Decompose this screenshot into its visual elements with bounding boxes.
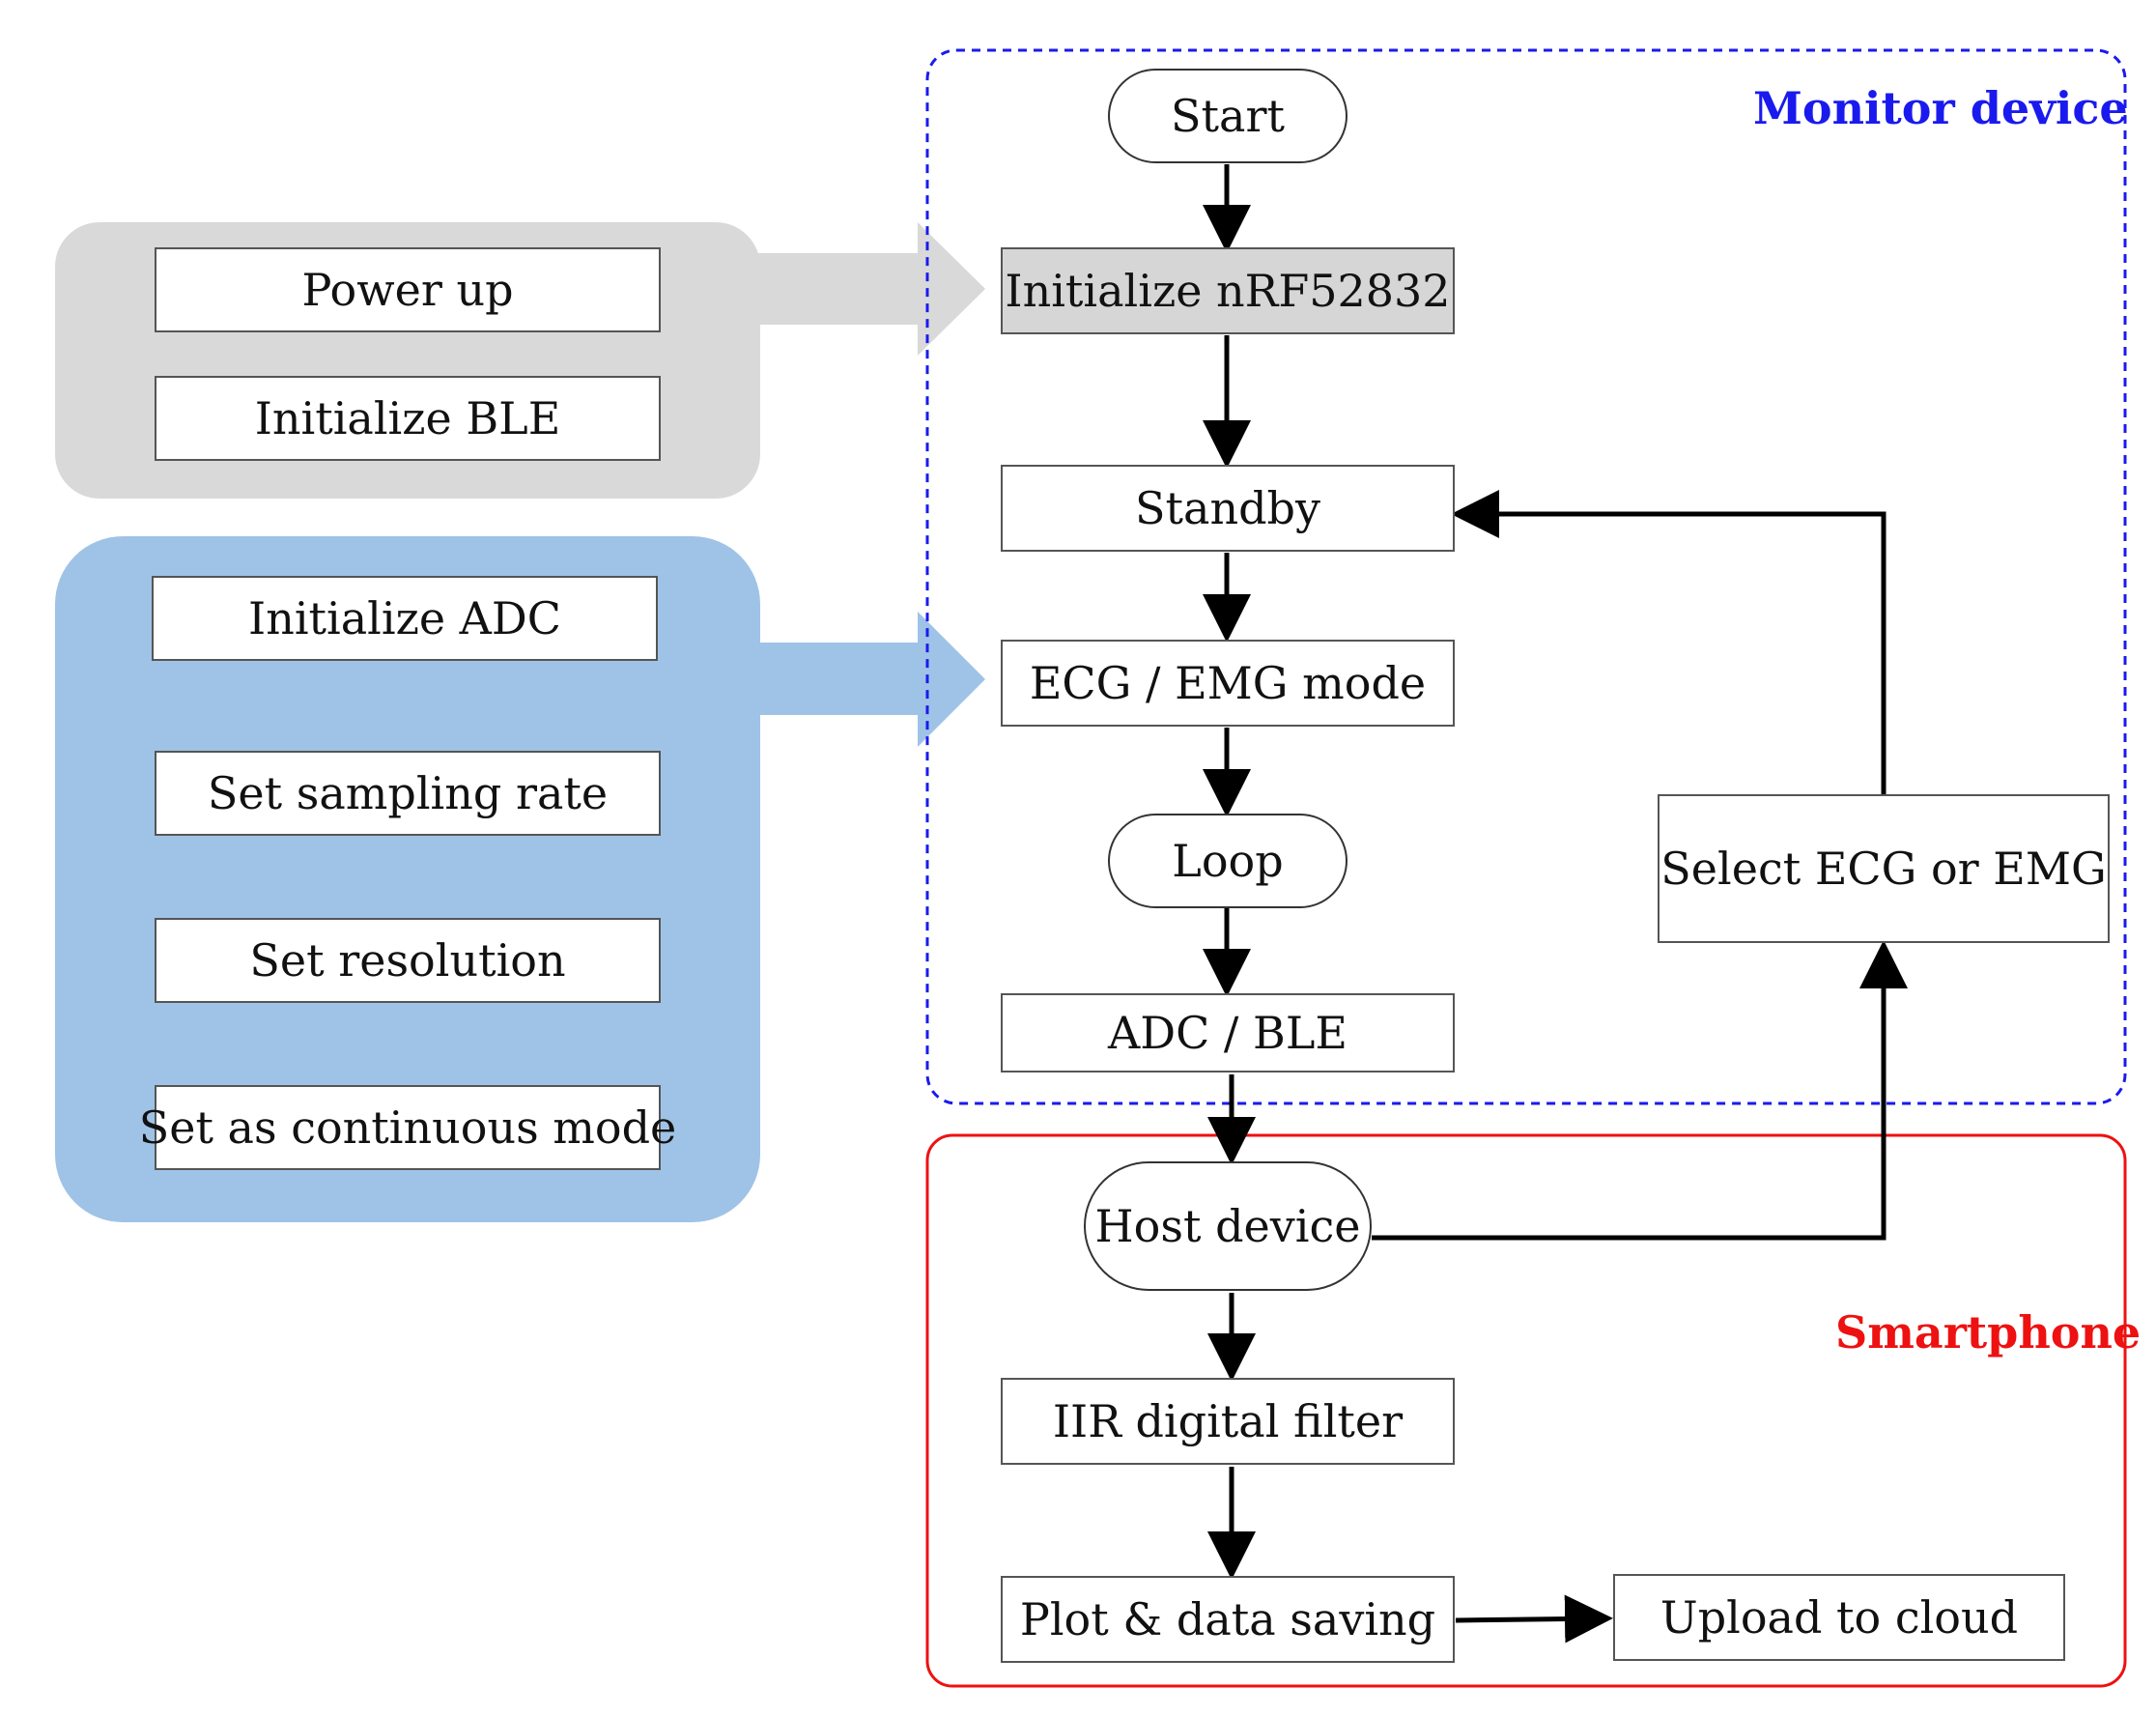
power-up-box: Power up: [155, 247, 661, 332]
arrow-host-to-select: [1372, 940, 1908, 1241]
initialize-adc-box: Initialize ADC: [152, 576, 658, 661]
flow-arrows: [1203, 164, 1908, 1644]
arrow-plot-to-upload: [1455, 1594, 1613, 1644]
ecg-emg-mode-box: ECG / EMG mode: [1001, 640, 1455, 727]
adc-ble-box: ADC / BLE: [1001, 993, 1455, 1072]
host-device-terminal: Host device: [1084, 1161, 1372, 1291]
adc-group-panel: [55, 536, 760, 1222]
select-ecg-emg-box: Select ECG or EMG: [1658, 794, 2110, 943]
start-terminal: Start: [1108, 69, 1348, 163]
plot-data-saving-box: Plot & data saving: [1001, 1576, 1455, 1663]
monitor-device-region: [925, 48, 2127, 1105]
loop-terminal: Loop: [1108, 814, 1348, 908]
adc-group-arrow: [734, 612, 985, 747]
init-group-arrow: [734, 222, 985, 356]
set-continuous-mode-box: Set as continuous mode: [139, 1085, 676, 1170]
smartphone-label: Smartphone: [1835, 1306, 2142, 1358]
smartphone-region: [925, 1133, 2127, 1688]
iir-filter-box: IIR digital filter: [1001, 1378, 1455, 1465]
upload-to-cloud-box: Upload to cloud: [1613, 1574, 2065, 1661]
monitor-device-label: Monitor device: [1753, 82, 2128, 134]
set-resolution-box: Set resolution: [155, 918, 661, 1003]
set-sampling-rate-box: Set sampling rate: [155, 751, 661, 836]
standby-box: Standby: [1001, 465, 1455, 552]
initialize-nrf-box: Initialize nRF52832: [1001, 247, 1455, 334]
adc-group: [55, 536, 985, 1222]
initialize-ble-box: Initialize BLE: [155, 376, 661, 461]
arrow-select-to-standby: [1451, 490, 1886, 794]
